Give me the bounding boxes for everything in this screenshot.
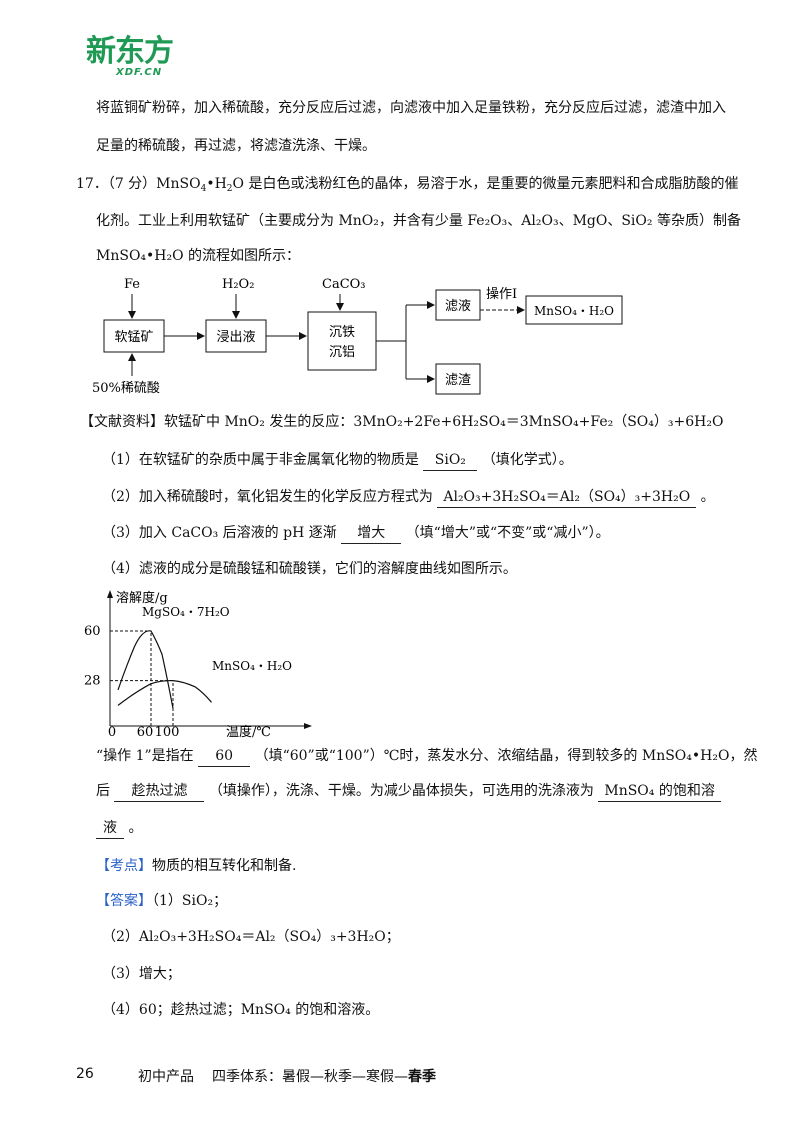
- operation-line-1: “操作 1”是指在 60 （填“60”或“100”）℃时，蒸发水分、浓缩结晶，得…: [96, 746, 757, 767]
- label-precip-al: 沉铝: [329, 345, 355, 360]
- op2-answer-2: MnSO₄ 的饱和溶: [598, 781, 721, 802]
- question-4: （4）滤液的成分是硫酸锰和硫酸镁，它们的溶解度曲线如图所示。: [102, 561, 517, 577]
- box-residue: [435, 363, 481, 395]
- footer-system: 四季体系：暑假—秋季—寒假—春季: [212, 1066, 436, 1086]
- op3-suffix: 。: [128, 820, 143, 836]
- footer-product: 初中产品: [138, 1069, 194, 1085]
- op2-text: 后: [96, 783, 110, 799]
- operation-line-2: 后 趁热过滤 （填操作），洗涤、干燥。为减少晶体损失，可选用的洗涤液为 MnSO…: [96, 781, 721, 802]
- question-2: （2）加入稀硫酸时，氧化铝发生的化学反应方程式为 Al₂O₃+3H₂SO₄＝Al…: [102, 487, 715, 508]
- answer-2: （2）Al₂O₃+3H₂SO₄＝Al₂（SO₄）₃+3H₂O；: [102, 929, 400, 945]
- op1-text: “操作 1”是指在: [96, 748, 194, 764]
- input-acid: 50%稀硫酸: [92, 381, 160, 396]
- series-line: [117, 630, 174, 709]
- op2-answer: 趁热过滤: [114, 781, 205, 802]
- label-operation: 操作Ⅰ: [486, 286, 517, 302]
- y-tick-label: 28: [84, 674, 101, 689]
- x-tick-label: 0: [108, 725, 116, 738]
- q17-sub: 2: [226, 184, 233, 194]
- q3-text: （3）加入 CaCO₃ 后溶液的 pH 逐渐: [102, 525, 337, 541]
- y-tick-label: 60: [84, 624, 101, 639]
- box-precipitation: [307, 311, 377, 371]
- series-label: MgSO₄・7H₂O: [142, 605, 230, 619]
- label-leach: 浸出液: [216, 330, 255, 345]
- q1-answer: SiO₂: [423, 450, 478, 471]
- intro-line-1: 将蓝铜矿粉碎，加入稀硫酸，充分反应后过滤，向滤液中加入足量铁粉，充分反应后过滤，…: [96, 100, 726, 116]
- kaodian-line: 【考点】物质的相互转化和制备.: [96, 856, 296, 876]
- q17-mid: •H: [206, 176, 227, 192]
- op3-answer: 液: [96, 818, 124, 839]
- q2-answer: Al₂O₃+3H₂SO₄＝Al₂（SO₄）₃+3H₂O: [437, 487, 697, 508]
- logo-text: 新东方: [86, 34, 174, 69]
- logo-domain: XDF.CN: [116, 67, 163, 78]
- q17-sub: 4: [200, 184, 207, 194]
- x-tick-label: 100: [155, 725, 180, 738]
- question-3: （3）加入 CaCO₃ 后溶液的 pH 逐渐 增大 （填“增大”或“不变”或“减…: [102, 523, 610, 544]
- page-number: 26: [76, 1066, 94, 1082]
- answer-line-1: 【答案】（1）SiO₂；: [96, 891, 227, 911]
- label-product: MnSO₄・H₂O: [534, 304, 614, 318]
- kaodian-label: 【考点】: [96, 858, 152, 874]
- q17-line-3: MnSO₄•H₂O 的流程如图所示：: [96, 248, 301, 264]
- q17-prefix: 17．（7 分）MnSO: [76, 176, 201, 192]
- box-product: [525, 295, 623, 325]
- process-flow-diagram: Fe 软锰矿 50%稀硫酸 H₂O₂ 浸出液 CaCO₃ 沉铁 沉铝 滤液 滤渣…: [92, 277, 623, 396]
- answer-label: 【答案】: [96, 893, 152, 909]
- q3-suffix: （填“增大”或“不变”或“减小”）。: [405, 525, 610, 541]
- footer-highlight: 春季: [408, 1069, 436, 1085]
- op1-answer: 60: [198, 746, 251, 767]
- q17-line-1: 17．（7 分）MnSO4•H2O 是白色或浅粉红色的晶体，易溶于水，是重要的微…: [76, 174, 738, 199]
- op1-suffix: （填“60”或“100”）℃时，蒸发水分、浓缩结晶，得到较多的 MnSO₄•H₂…: [254, 748, 758, 764]
- input-h2o2: H₂O₂: [222, 277, 254, 292]
- y-axis-label: 溶解度/g: [116, 590, 168, 606]
- operation-line-3: 液 。: [96, 818, 142, 839]
- answer-1: （1）SiO₂；: [152, 893, 228, 909]
- footer-system-text: 四季体系：暑假—秋季—寒假—: [212, 1069, 408, 1085]
- literature-line: 【文献资料】软锰矿中 MnO₂ 发生的反应：3MnO₂+2Fe+6H₂SO₄＝3…: [80, 414, 724, 430]
- q1-text: （1）在软锰矿的杂质中属于非金属氧化物的物质是: [102, 452, 419, 468]
- answer-3: （3）增大；: [102, 966, 181, 982]
- intro-line-2: 足量的稀硫酸，再过滤，将滤渣洗涤、干燥。: [96, 138, 376, 154]
- series-label: MnSO₄・H₂O: [212, 659, 292, 673]
- answer-4: （4）60；趁热过滤；MnSO₄ 的饱和溶液。: [102, 1002, 380, 1018]
- input-fe: Fe: [124, 277, 140, 292]
- x-axis-label: 温度/℃: [226, 724, 271, 738]
- q2-suffix: 。: [700, 489, 715, 505]
- xdf-logo: 新东方 XDF.CN: [86, 34, 176, 80]
- box-filtrate: [435, 289, 481, 321]
- series-line: [117, 679, 212, 706]
- x-tick-label: 60: [137, 725, 154, 738]
- label-residue: 滤渣: [445, 373, 471, 388]
- label-filtrate: 滤液: [445, 299, 471, 314]
- input-caco3: CaCO₃: [322, 277, 366, 292]
- label-precip-fe: 沉铁: [329, 325, 355, 340]
- kaodian-text: 物质的相互转化和制备.: [152, 858, 297, 874]
- q1-suffix: （填化学式）。: [481, 452, 573, 468]
- op2-mid: （填操作），洗涤、干燥。为减少晶体损失，可选用的洗涤液为: [208, 783, 594, 799]
- label-ore: 软锰矿: [114, 330, 153, 345]
- q17-line-2: 化剂。工业上利用软锰矿（主要成分为 MnO₂，并含有少量 Fe₂O₃、Al₂O₃…: [96, 213, 741, 229]
- question-1: （1）在软锰矿的杂质中属于非金属氧化物的物质是 SiO₂ （填化学式）。: [102, 450, 573, 471]
- q2-text: （2）加入稀硫酸时，氧化铝发生的化学反应方程式为: [102, 489, 433, 505]
- q17-suffix: O 是白色或浅粉红色的晶体，易溶于水，是重要的微量元素肥料和合成脂肪酸的催: [232, 176, 739, 192]
- q3-answer: 增大: [341, 523, 402, 544]
